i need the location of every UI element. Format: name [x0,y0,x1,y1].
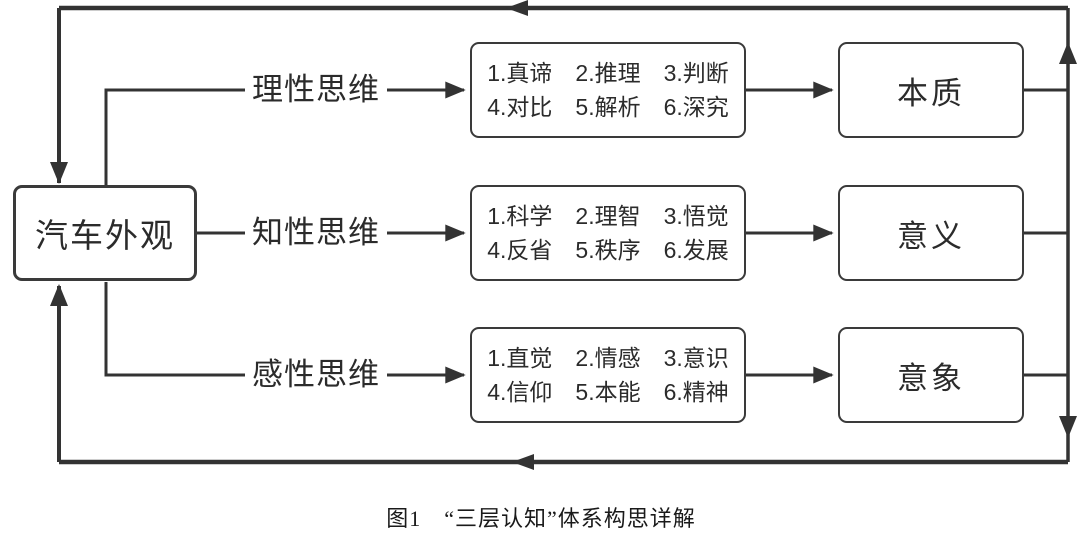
source-node-car-appearance: 汽车外观 [13,185,197,281]
right-up-arrowhead-icon [1059,42,1077,64]
factors-line: 4.信仰 5.本能 6.精神 [487,379,729,405]
outcome-node-label: 意象 [897,360,965,396]
factors-node-rational: 1.真谛 2.推理 3.判断 4.对比 5.解析 6.深究 [470,42,746,138]
into-source-top-arrowhead-icon [50,162,68,184]
factors-node-intellectual: 1.科学 2.理智 3.悟觉 4.反省 5.秩序 6.发展 [470,185,746,281]
source-node-label: 汽车外观 [35,217,175,254]
outcome-node-meaning: 意义 [838,185,1024,281]
factors-node-perceptual: 1.直觉 2.情感 3.意识 4.信仰 5.本能 6.精神 [470,327,746,423]
figure-caption: 图1 “三层认知”体系构思详解 [386,506,696,531]
outcome-node-label: 本质 [897,75,965,111]
top-left-arrowhead-icon [506,0,528,16]
right-down-arrowhead-icon [1059,416,1077,438]
into-source-bottom-arrowhead-icon [50,284,68,306]
outcome-node-essence: 本质 [838,42,1024,138]
edge-label-perceptual-thinking: 感性思维 [245,355,387,395]
factors-line: 1.直觉 2.情感 3.意识 [487,345,729,371]
factors-line: 4.对比 5.解析 6.深究 [487,94,729,120]
bottom-left-arrowhead-icon [512,454,534,470]
edge-label-rational-thinking: 理性思维 [245,70,387,110]
factors-line: 4.反省 5.秩序 6.发展 [487,237,729,263]
outcome-node-label: 意义 [897,218,965,254]
factors-line: 1.真谛 2.推理 3.判断 [487,60,729,86]
outcome-node-imagery: 意象 [838,327,1024,423]
edge-label-intellectual-thinking: 知性思维 [245,213,387,253]
factors-line: 1.科学 2.理智 3.悟觉 [487,203,729,229]
